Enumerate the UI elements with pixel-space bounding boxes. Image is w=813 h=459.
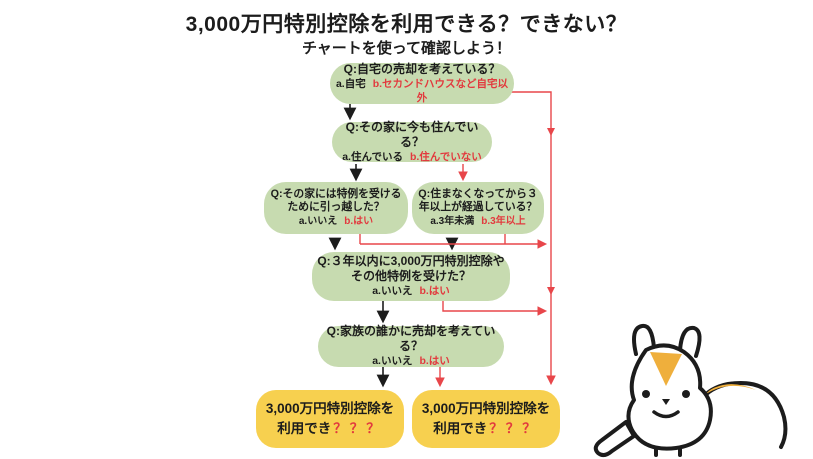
connector-q4b-rail [442, 301, 548, 316]
node-q4-question: Q:３年以内に3,000万円特別控除やその他特例を受けた？ [317, 254, 505, 284]
node-q1-question: Q:自宅の売却を考えている？ [343, 61, 501, 76]
page-title: 3,000万円特別控除を利用できる？できない？ [185, 13, 628, 36]
rail-arrowhead-2 [547, 287, 555, 295]
node-q5-option-b: b.はい [419, 355, 450, 368]
node-q2-option-b: b.住んでいない [409, 150, 482, 163]
node-q3a-question: Q:その家には特例を受けるために引っ越した？ [270, 187, 402, 213]
result-right: 3,000万円特別控除を 利用でき？？？ [412, 390, 560, 448]
result-left-line1: 3,000万円特別控除を [265, 400, 395, 416]
node-q3a-option-b: b.はい [344, 216, 374, 228]
rail-arrowhead-1 [547, 128, 555, 136]
node-q3b: Q:住まなくなってから３年以上が経過している？ a.3年未満 b.3年以上 [412, 182, 544, 234]
result-right-line2-text: 利用でき [433, 421, 488, 436]
node-q5-question: Q:家族の誰かに売却を考えている？ [326, 324, 496, 354]
connector-q1b-rail [502, 91, 556, 386]
node-q3b-option-a: a.3年未満 [430, 216, 475, 228]
result-left-suffix: ？？？ [333, 421, 383, 436]
mascot-face [642, 390, 690, 405]
node-q4-option-b: b.はい [419, 285, 450, 298]
node-q4: Q:３年以内に3,000万円特別控除やその他特例を受けた？ a.いいえ b.はい [312, 252, 510, 301]
result-left: 3,000万円特別控除を 利用でき？？？ [256, 390, 404, 448]
page-subtitle: チャートを使って確認しよう！ [301, 40, 512, 57]
node-q3b-option-b: b.3年以上 [481, 216, 526, 228]
node-q3a: Q:その家には特例を受けるために引っ越した？ a.いいえ b.はい [264, 182, 408, 234]
node-q2-option-a: a.住んでいる [342, 150, 403, 163]
rail-arrowheads [547, 128, 555, 295]
result-left-line2: 利用でき？？？ [277, 419, 383, 439]
result-right-line2: 利用でき？？？ [433, 419, 539, 439]
node-q5-option-a: a.いいえ [372, 355, 413, 368]
result-right-suffix: ？？？ [489, 421, 539, 436]
node-q3b-question: Q:住まなくなってから３年以上が経過している？ [418, 187, 538, 213]
node-q2-question: Q:その家に今も住んでいる？ [345, 119, 479, 149]
result-right-line1: 3,000万円特別控除を [421, 400, 551, 416]
node-q1: Q:自宅の売却を考えている？ a.自宅 b.セカンドハウスなど自宅以外 [330, 61, 514, 104]
node-q3a-option-a: a.いいえ [298, 216, 338, 228]
mascot-forehead-patch [650, 352, 682, 386]
node-q5: Q:家族の誰かに売却を考えている？ a.いいえ b.はい [318, 324, 504, 368]
result-left-line2-text: 利用でき [277, 421, 332, 436]
node-q4-option-a: a.いいえ [372, 285, 413, 298]
node-q1-option-a: a.自宅 [335, 77, 366, 90]
hamster-mascot [593, 323, 788, 458]
node-q2: Q:その家に今も住んでいる？ a.住んでいる b.住んでいない [332, 119, 492, 163]
node-q1-option-b: b.セカンドハウスなど自宅以外 [372, 77, 509, 104]
